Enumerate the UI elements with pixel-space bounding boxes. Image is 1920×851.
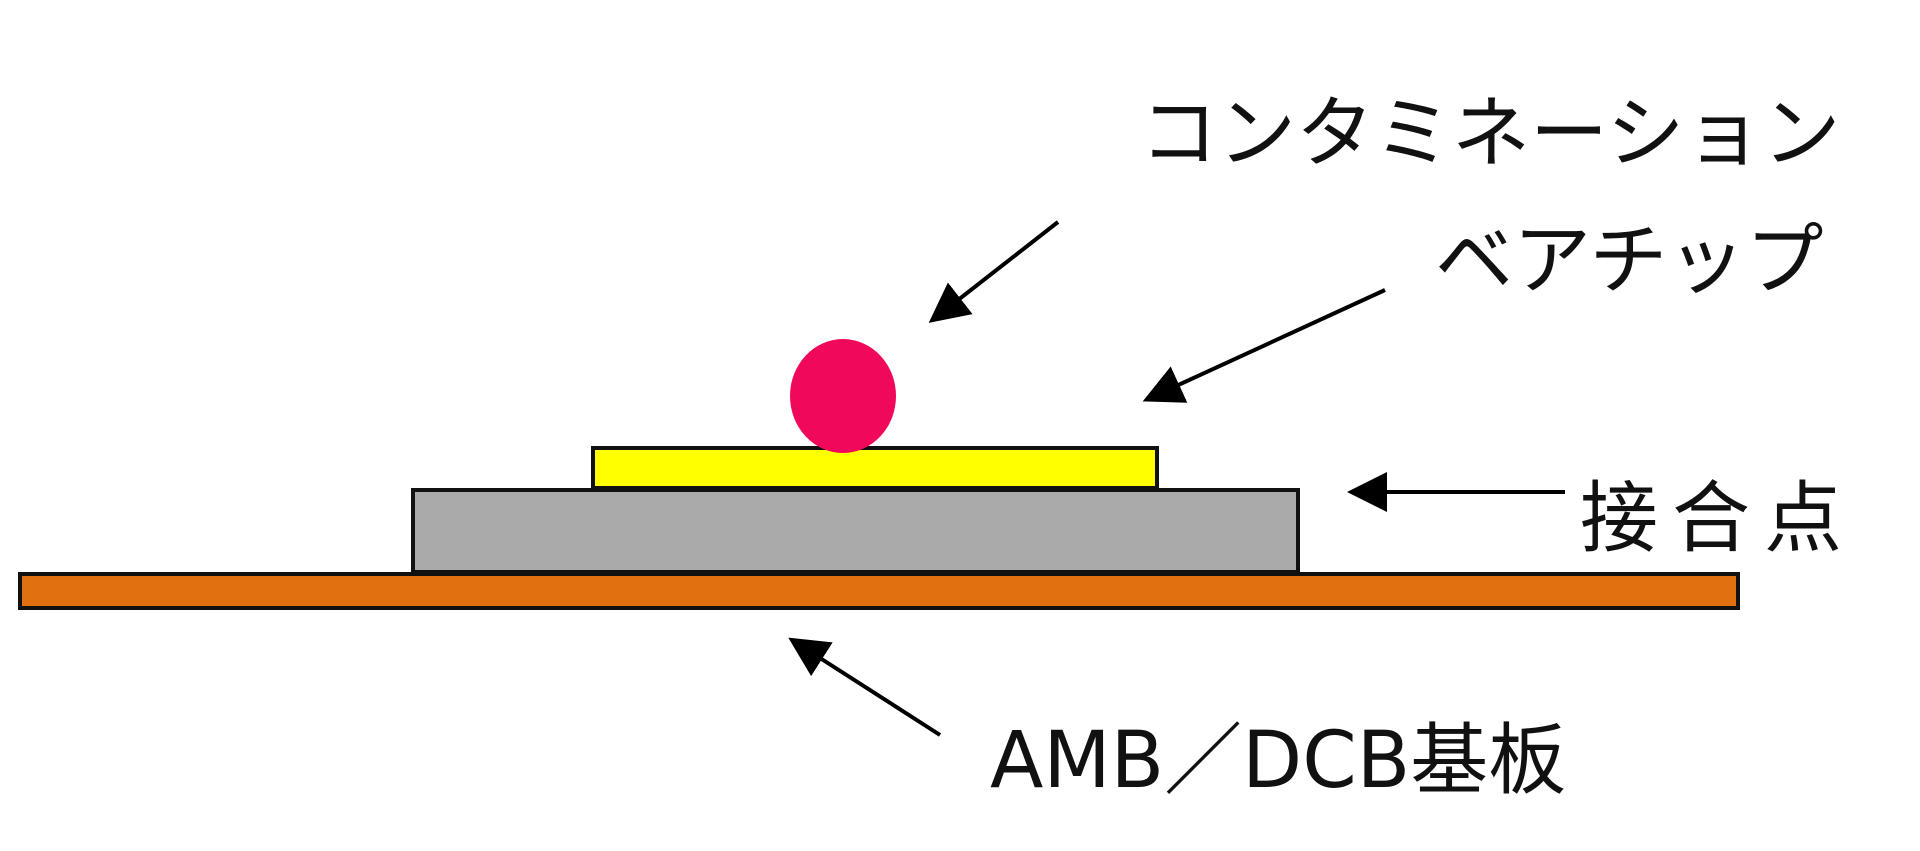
substrate-label: AMB／DCB基板 [990, 716, 1567, 806]
bare-chip-arrow [1142, 288, 1386, 403]
substrate-arrow [788, 637, 942, 737]
contamination-arrow [928, 220, 1060, 323]
contamination-particle [790, 339, 896, 453]
contamination-label: コンタミネーション [1140, 89, 1841, 179]
substrate-layer [18, 572, 1740, 610]
joint-layer [411, 488, 1300, 574]
joint-label: 接合点 [1580, 474, 1857, 564]
bare-chip-label: ベアチップ [1435, 216, 1824, 306]
bare-chip-layer [591, 446, 1159, 490]
